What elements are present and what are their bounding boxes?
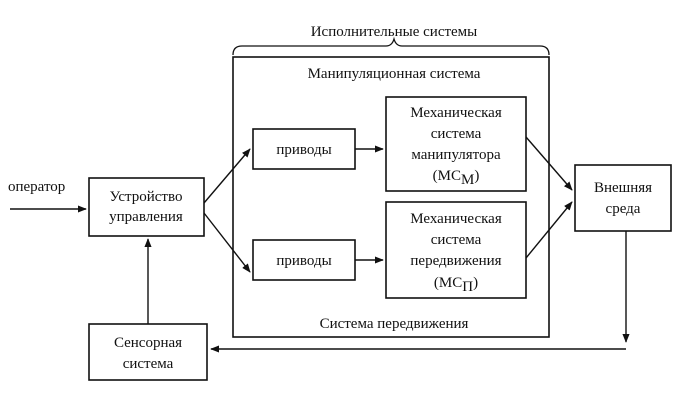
- mech-manip-to-environment-arrow: [525, 136, 573, 191]
- mech-manip-line1: Механическая: [410, 105, 502, 121]
- control-to-drives-top-arrow: [203, 148, 251, 204]
- mech-move-line3: передвижения: [410, 253, 501, 269]
- environment-line1: Внешняя: [594, 180, 652, 196]
- sensor-line2: система: [123, 356, 174, 372]
- mech-move-abbr: (МСП): [434, 275, 478, 295]
- sensor-system-block: Сенсорная система: [88, 323, 208, 381]
- mech-move-line2: система: [431, 232, 482, 248]
- drives-bottom-label: приводы: [276, 253, 331, 269]
- drives-top-label: приводы: [276, 142, 331, 158]
- mech-manip-line3: манипулятора: [411, 147, 501, 163]
- sensor-line1: Сенсорная: [114, 335, 182, 351]
- mech-manip-abbr: (МСМ): [433, 168, 480, 188]
- executive-systems-label: Исполнительные системы: [311, 24, 478, 40]
- environment-line2: среда: [606, 201, 641, 217]
- executive-systems-brace: [232, 36, 550, 56]
- environment-block: Внешняя среда: [574, 164, 672, 232]
- drives-top-block: приводы: [252, 128, 356, 170]
- drives-bottom-block: приводы: [252, 239, 356, 281]
- operator-label: оператор: [8, 179, 65, 195]
- control-unit-block: Устройство управления: [88, 177, 205, 237]
- executive-systems-frame: [232, 56, 550, 338]
- control-unit-line1: Устройство: [110, 189, 183, 205]
- manipulation-system-label: Манипуляционная система: [308, 66, 481, 82]
- mech-manip-line2: система: [431, 126, 482, 142]
- control-to-drives-bottom-arrow: [203, 212, 251, 273]
- mech-locomotion-block: Механическая система передвижения (МСП): [385, 201, 527, 299]
- control-unit-line2: управления: [109, 209, 183, 225]
- mech-move-to-environment-arrow: [525, 201, 573, 259]
- mech-manipulator-block: Механическая система манипулятора (МСМ): [385, 96, 527, 192]
- locomotion-system-label: Система передвижения: [320, 316, 469, 332]
- mech-move-line1: Механическая: [410, 211, 502, 227]
